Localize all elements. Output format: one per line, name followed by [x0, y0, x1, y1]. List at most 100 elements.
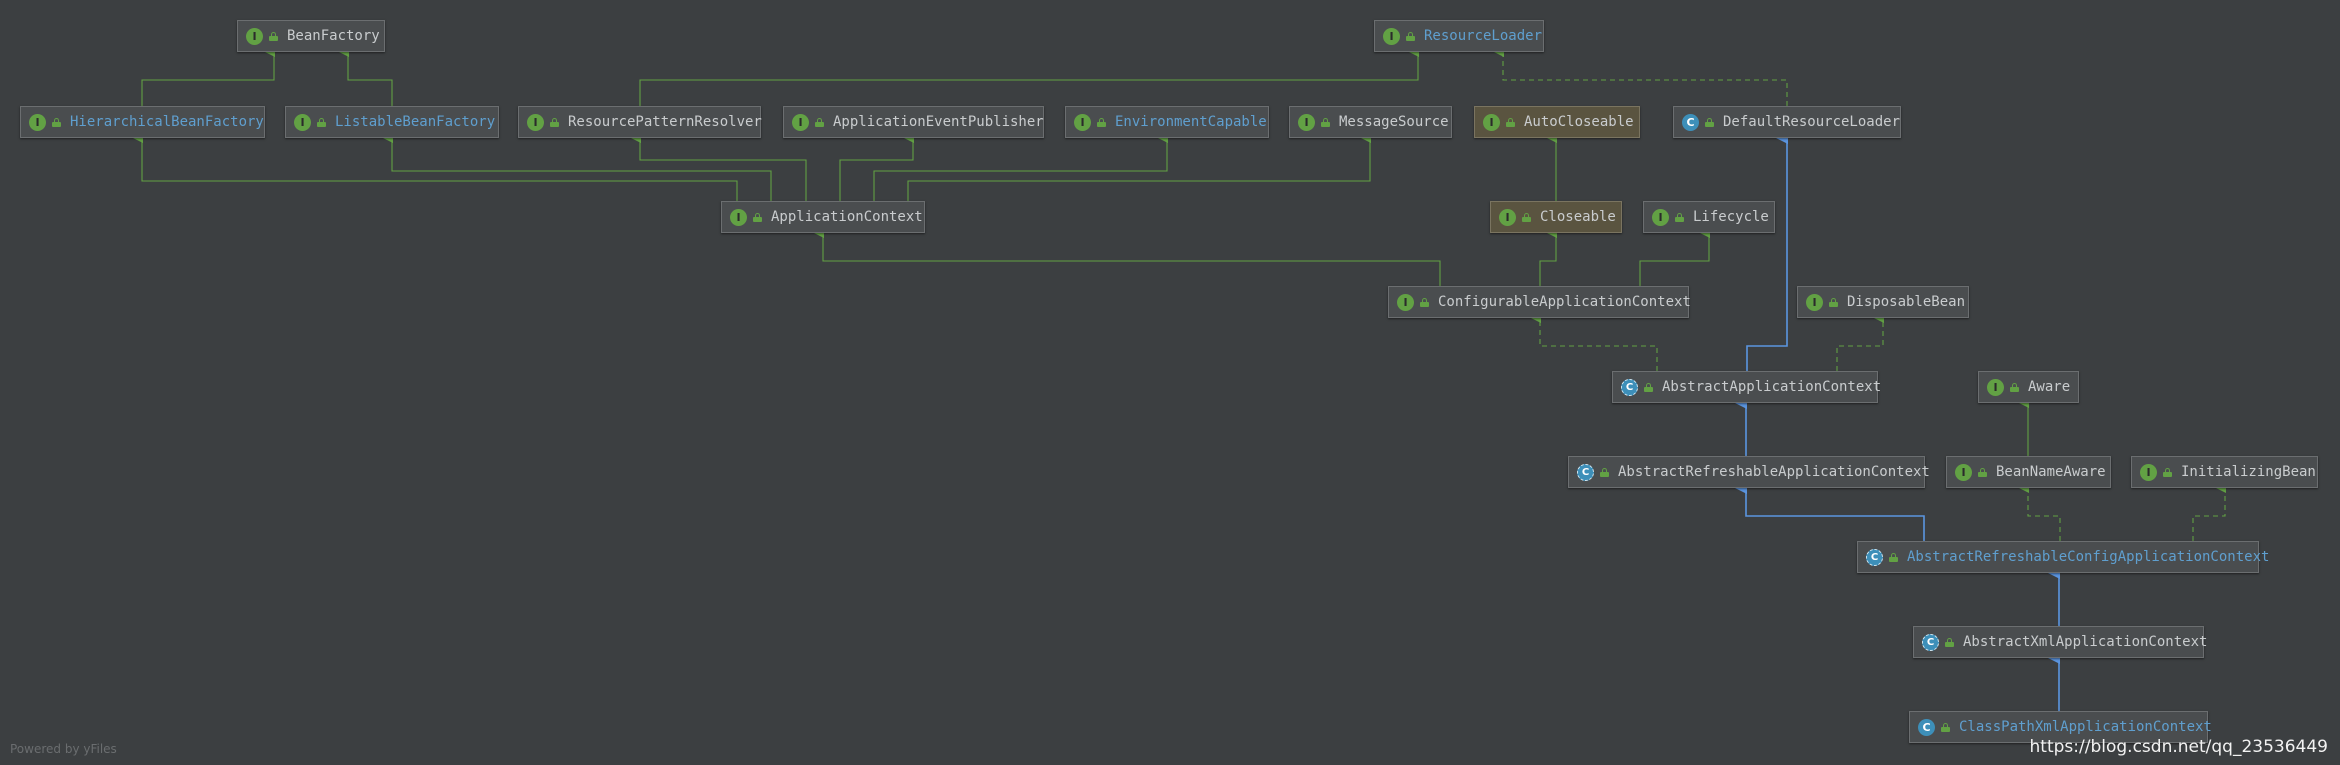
- edge-configurable-application-context-to-application-context: [814, 228, 1441, 286]
- node-lifecycle[interactable]: I Lifecycle: [1643, 201, 1775, 233]
- edge-application-context-to-hierarchical-bean-factory: [133, 133, 738, 201]
- interface-icon: I: [527, 113, 544, 131]
- interface-icon: I: [1483, 113, 1500, 131]
- node-application-event-publisher[interactable]: I ApplicationEventPublisher: [783, 106, 1044, 138]
- edge-application-context-to-environment-capable: [873, 133, 1168, 201]
- interface-icon: I: [730, 208, 747, 226]
- node-initializing-bean[interactable]: I InitializingBean: [2131, 456, 2318, 488]
- edge-abstract-refreshable-config-application-context-to-initializing-bean: [2192, 483, 2226, 541]
- public-visibility-icon: [1506, 117, 1516, 127]
- node-label: ApplicationContext: [771, 209, 923, 225]
- node-label: DefaultResourceLoader: [1723, 114, 1901, 130]
- public-visibility-icon: [1321, 117, 1331, 127]
- node-hierarchical-bean-factory[interactable]: I HierarchicalBeanFactory: [20, 106, 265, 138]
- node-configurable-application-context[interactable]: I ConfigurableApplicationContext: [1388, 286, 1691, 318]
- public-visibility-icon: [1420, 297, 1430, 307]
- edge-resource-pattern-resolver-to-resource-loader: [639, 47, 1419, 106]
- public-visibility-icon: [815, 117, 825, 127]
- node-message-source[interactable]: I MessageSource: [1289, 106, 1452, 138]
- public-visibility-icon: [2163, 467, 2173, 477]
- public-visibility-icon: [1522, 212, 1532, 222]
- node-resource-loader[interactable]: I ResourceLoader: [1374, 20, 1544, 52]
- node-abstract-refreshable-application-context[interactable]: C AbstractRefreshableApplicationContext: [1568, 456, 1930, 488]
- node-abstract-refreshable-config-application-context[interactable]: C AbstractRefreshableConfigApplicationCo…: [1857, 541, 2269, 573]
- node-label: HierarchicalBeanFactory: [70, 114, 264, 130]
- node-bean-name-aware[interactable]: I BeanNameAware: [1946, 456, 2111, 488]
- edge-abstract-refreshable-config-application-context-to-abstract-refreshable-application-context: [1735, 482, 1925, 541]
- node-label: BeanFactory: [287, 28, 380, 44]
- public-visibility-icon: [1675, 212, 1685, 222]
- interface-icon: I: [1652, 208, 1669, 226]
- edge-listable-bean-factory-to-bean-factory: [339, 47, 393, 106]
- public-visibility-icon: [269, 31, 279, 41]
- public-visibility-icon: [1829, 297, 1839, 307]
- interface-icon: I: [1955, 463, 1972, 481]
- interface-icon: I: [1987, 378, 2004, 396]
- node-aware[interactable]: I Aware: [1978, 371, 2079, 403]
- powered-by-label: Powered by yFiles: [10, 742, 117, 756]
- node-closeable[interactable]: I Closeable: [1490, 201, 1622, 233]
- public-visibility-icon: [52, 117, 62, 127]
- edge-hierarchical-bean-factory-to-bean-factory: [141, 47, 275, 106]
- node-label: Lifecycle: [1693, 209, 1769, 225]
- abstract-class-icon: C: [1621, 378, 1638, 396]
- edge-abstract-application-context-to-disposable-bean: [1836, 313, 1884, 371]
- node-disposable-bean[interactable]: I DisposableBean: [1797, 286, 1969, 318]
- public-visibility-icon: [317, 117, 327, 127]
- node-label: ConfigurableApplicationContext: [1438, 294, 1691, 310]
- node-class-path-xml-application-context[interactable]: C ClassPathXmlApplicationContext: [1909, 711, 2212, 743]
- edge-application-context-to-message-source: [907, 133, 1371, 201]
- node-label: EnvironmentCapable: [1115, 114, 1267, 130]
- node-default-resource-loader[interactable]: C DefaultResourceLoader: [1673, 106, 1901, 138]
- public-visibility-icon: [1600, 467, 1610, 477]
- node-label: DisposableBean: [1847, 294, 1966, 310]
- edge-application-context-to-application-event-publisher: [839, 133, 914, 201]
- public-visibility-icon: [1097, 117, 1107, 127]
- abstract-class-icon: C: [1577, 463, 1594, 481]
- interface-icon: I: [2140, 463, 2157, 481]
- node-label: ClassPathXmlApplicationContext: [1959, 719, 2212, 735]
- interface-icon: I: [1499, 208, 1516, 226]
- public-visibility-icon: [550, 117, 560, 127]
- node-label: ResourceLoader: [1424, 28, 1543, 44]
- public-visibility-icon: [1945, 637, 1955, 647]
- node-resource-pattern-resolver[interactable]: I ResourcePatternResolver: [518, 106, 762, 138]
- edge-configurable-application-context-to-lifecycle: [1639, 228, 1710, 286]
- public-visibility-icon: [1889, 552, 1899, 562]
- node-label: ListableBeanFactory: [335, 114, 496, 130]
- node-label: AbstractXmlApplicationContext: [1963, 634, 2208, 650]
- public-visibility-icon: [1644, 382, 1654, 392]
- interface-icon: I: [1074, 113, 1091, 131]
- interface-icon: I: [1806, 293, 1823, 311]
- node-abstract-xml-application-context[interactable]: C AbstractXmlApplicationContext: [1913, 626, 2208, 658]
- class-icon: C: [1682, 113, 1699, 131]
- node-environment-capable[interactable]: I EnvironmentCapable: [1065, 106, 1269, 138]
- interface-icon: I: [792, 113, 809, 131]
- public-visibility-icon: [1705, 117, 1715, 127]
- abstract-class-icon: C: [1922, 633, 1939, 651]
- node-label: InitializingBean: [2181, 464, 2316, 480]
- interface-icon: I: [29, 113, 46, 131]
- node-application-context[interactable]: I ApplicationContext: [721, 201, 925, 233]
- edge-default-resource-loader-to-resource-loader: [1494, 47, 1788, 106]
- node-label: BeanNameAware: [1996, 464, 2106, 480]
- node-label: AbstractRefreshableApplicationContext: [1618, 464, 1930, 480]
- edge-application-context-to-listable-bean-factory: [383, 133, 772, 201]
- class-icon: C: [1918, 718, 1935, 736]
- edge-abstract-application-context-to-configurable-application-context: [1531, 313, 1658, 371]
- edge-abstract-application-context-to-default-resource-loader: [1746, 132, 1788, 371]
- node-label: AbstractRefreshableConfigApplicationCont…: [1907, 549, 2270, 565]
- public-visibility-icon: [1406, 31, 1416, 41]
- node-listable-bean-factory[interactable]: I ListableBeanFactory: [285, 106, 499, 138]
- node-label: Closeable: [1540, 209, 1616, 225]
- watermark-url: https://blog.csdn.net/qq_23536449: [2029, 737, 2328, 757]
- public-visibility-icon: [2010, 382, 2020, 392]
- node-abstract-application-context[interactable]: C AbstractApplicationContext: [1612, 371, 1881, 403]
- node-bean-factory[interactable]: I BeanFactory: [237, 20, 385, 52]
- interface-icon: I: [1383, 27, 1400, 45]
- public-visibility-icon: [753, 212, 763, 222]
- interface-icon: I: [1298, 113, 1315, 131]
- edge-configurable-application-context-to-closeable: [1539, 228, 1557, 286]
- node-auto-closeable[interactable]: I AutoCloseable: [1474, 106, 1640, 138]
